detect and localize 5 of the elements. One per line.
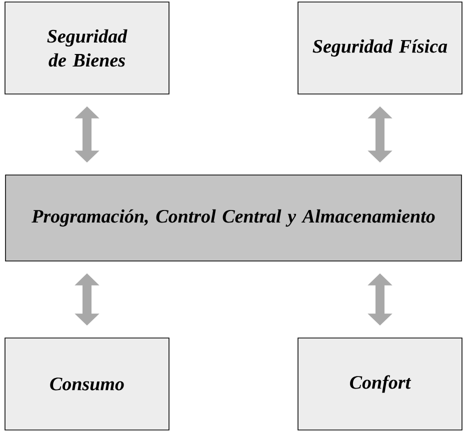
category-box: Consumo — [4, 338, 170, 430]
central-box: Programación, Control Central y Almacenamiento — [5, 174, 462, 262]
category-box: Seguridad de Bienes — [4, 2, 170, 94]
category-box: Seguridad Física — [298, 2, 462, 94]
category-box: Confort — [298, 338, 462, 430]
